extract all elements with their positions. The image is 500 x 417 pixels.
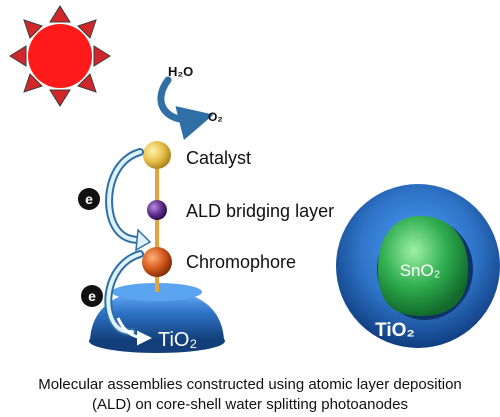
bridging-layer-sphere xyxy=(147,200,167,220)
caption-line-1: Molecular assemblies constructed using a… xyxy=(38,376,462,393)
chromophore-sphere xyxy=(142,247,172,277)
water-oxidation-arrow xyxy=(157,76,214,141)
sno2-label: SnO₂ xyxy=(400,261,441,280)
electron-label-upper: e xyxy=(85,191,93,207)
catalyst-label: Catalyst xyxy=(186,148,251,168)
sun-icon xyxy=(9,5,111,107)
bridging-layer-label: ALD bridging layer xyxy=(186,201,334,221)
injection-arrow xyxy=(116,317,152,346)
oxygen-label: O₂ xyxy=(208,110,223,124)
electron-badge-lower: e xyxy=(81,285,103,307)
catalyst-sphere xyxy=(143,141,171,169)
water-label: H₂O xyxy=(168,64,193,79)
core-shell-particle xyxy=(336,184,500,348)
chromophore-label: Chromophore xyxy=(186,252,296,272)
tio2-left-label: TiO₂ xyxy=(158,329,197,351)
electron-transfer-arrow-upper xyxy=(105,148,152,252)
electron-label-lower: e xyxy=(88,288,96,304)
electron-badge-upper: e xyxy=(78,188,100,210)
electron-transfer-arrow-lower xyxy=(104,250,144,336)
tio2-right-label: TiO₂ xyxy=(375,320,415,341)
caption-line-2: (ALD) on core-shell water splitting phot… xyxy=(91,396,408,413)
